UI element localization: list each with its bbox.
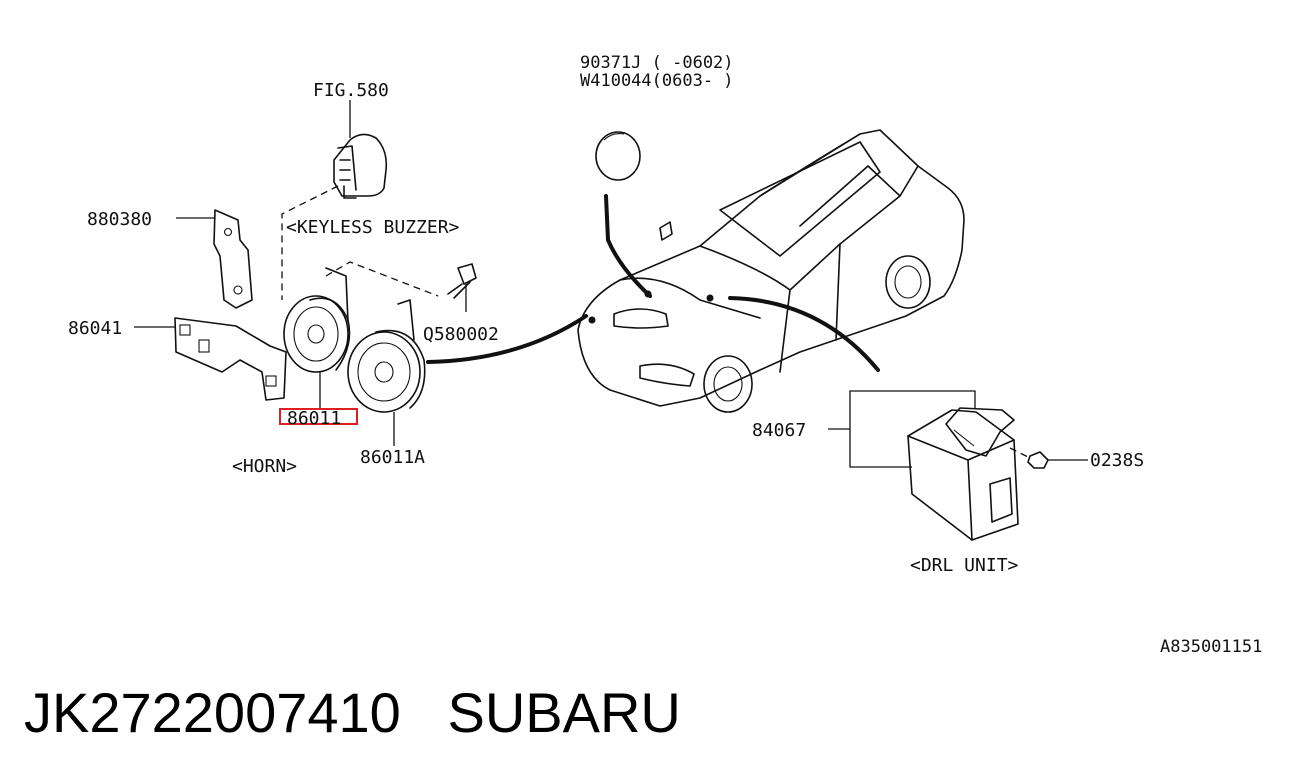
car-outline xyxy=(577,129,965,413)
horn-86011-part xyxy=(283,267,351,373)
horn-bracket-86041-part xyxy=(174,317,287,401)
nut-0238S-part xyxy=(1027,451,1049,469)
keyless-buzzer-part xyxy=(333,133,388,199)
horn-wire xyxy=(426,314,588,364)
p86041-label: 86041 xyxy=(68,318,122,339)
grommet-part xyxy=(595,131,641,181)
p84067-bracket-lead xyxy=(849,390,976,468)
grommet-wire xyxy=(604,194,652,298)
drl-unit-label: <DRL UNIT> xyxy=(910,555,1019,576)
nut-dashed-guide xyxy=(1009,447,1031,459)
footer-brand: SUBARU xyxy=(447,681,681,744)
horn-dashed-guide xyxy=(325,261,439,297)
p86011-highlight-box xyxy=(279,408,358,425)
pQ580002-label: Q580002 xyxy=(423,324,499,345)
pW410044-label: W410044(0603- ) xyxy=(580,71,734,91)
p84067-label: 84067 xyxy=(752,420,806,441)
p86011A-label: 86011A xyxy=(360,447,425,468)
footer-caption: JK2722007410 SUBARU xyxy=(24,680,681,745)
fig580-label: FIG.580 xyxy=(313,80,389,101)
diagram-id: A835001151 xyxy=(1160,637,1262,657)
p880380-label: 880380 xyxy=(87,209,152,230)
horn-label: <HORN> xyxy=(232,456,297,477)
p90371J-label: 90371J ( -0602) xyxy=(580,53,734,73)
keyless-buzzer-label: <KEYLESS BUZZER> xyxy=(286,217,460,238)
drl-unit-part xyxy=(907,407,1019,541)
p86011-label: 86011 xyxy=(287,408,341,429)
p0238S-label: 0238S xyxy=(1090,450,1144,471)
horn-86011A-part xyxy=(347,299,426,413)
drl-wire xyxy=(728,296,880,372)
buzzer-dashed-guide xyxy=(281,185,339,300)
footer-part-number: JK2722007410 xyxy=(24,681,401,744)
bracket-880380-part xyxy=(213,209,253,309)
bolt-Q580002-part xyxy=(447,263,477,299)
